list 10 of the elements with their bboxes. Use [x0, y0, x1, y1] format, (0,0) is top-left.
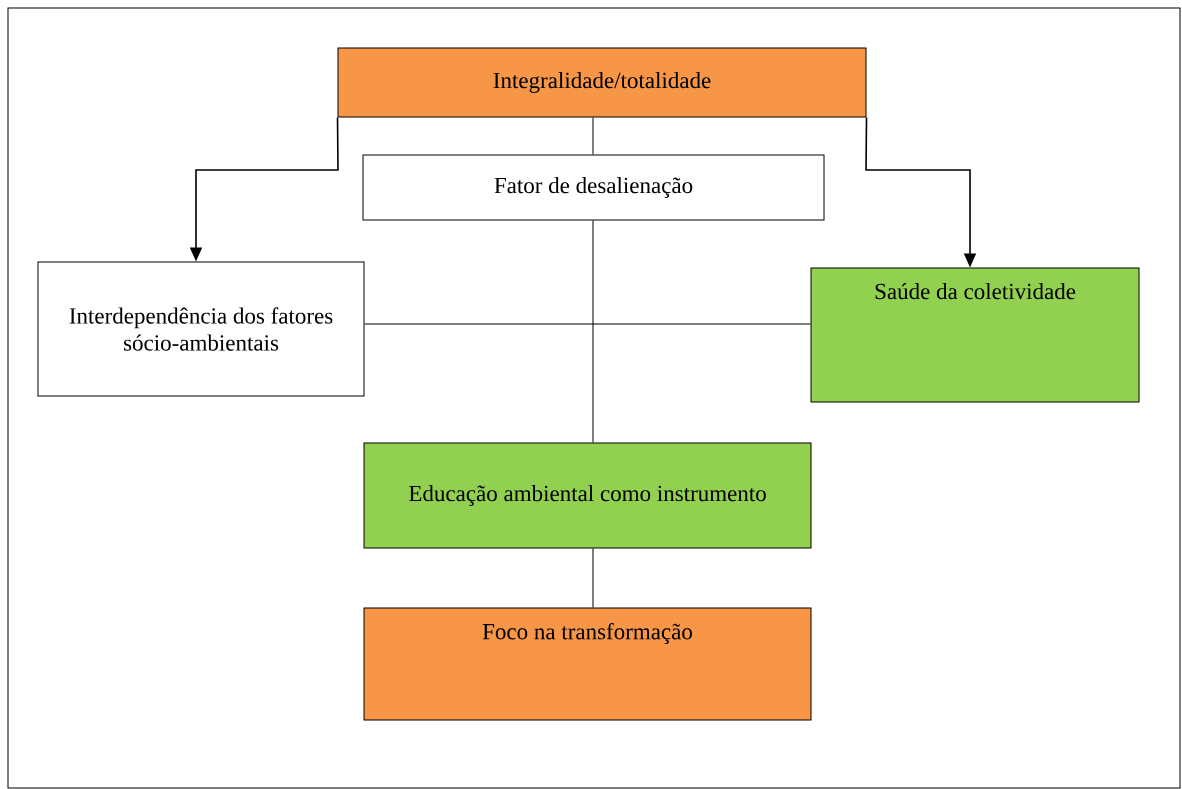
connector-line [592, 548, 594, 608]
process-box: Integralidade/totalidade [337, 47, 867, 118]
connector-line [364, 323, 811, 325]
process-box: Foco na transformação [363, 607, 812, 721]
process-box: Interdependência dos fatores sócio-ambientais [37, 261, 365, 397]
connector-line [592, 117, 594, 155]
process-box: Saúde da coletividade [810, 267, 1140, 403]
connector-line [592, 220, 594, 443]
process-box: Fator de desalienação [362, 154, 825, 221]
process-box: Educação ambiental como instrumento [363, 442, 812, 549]
